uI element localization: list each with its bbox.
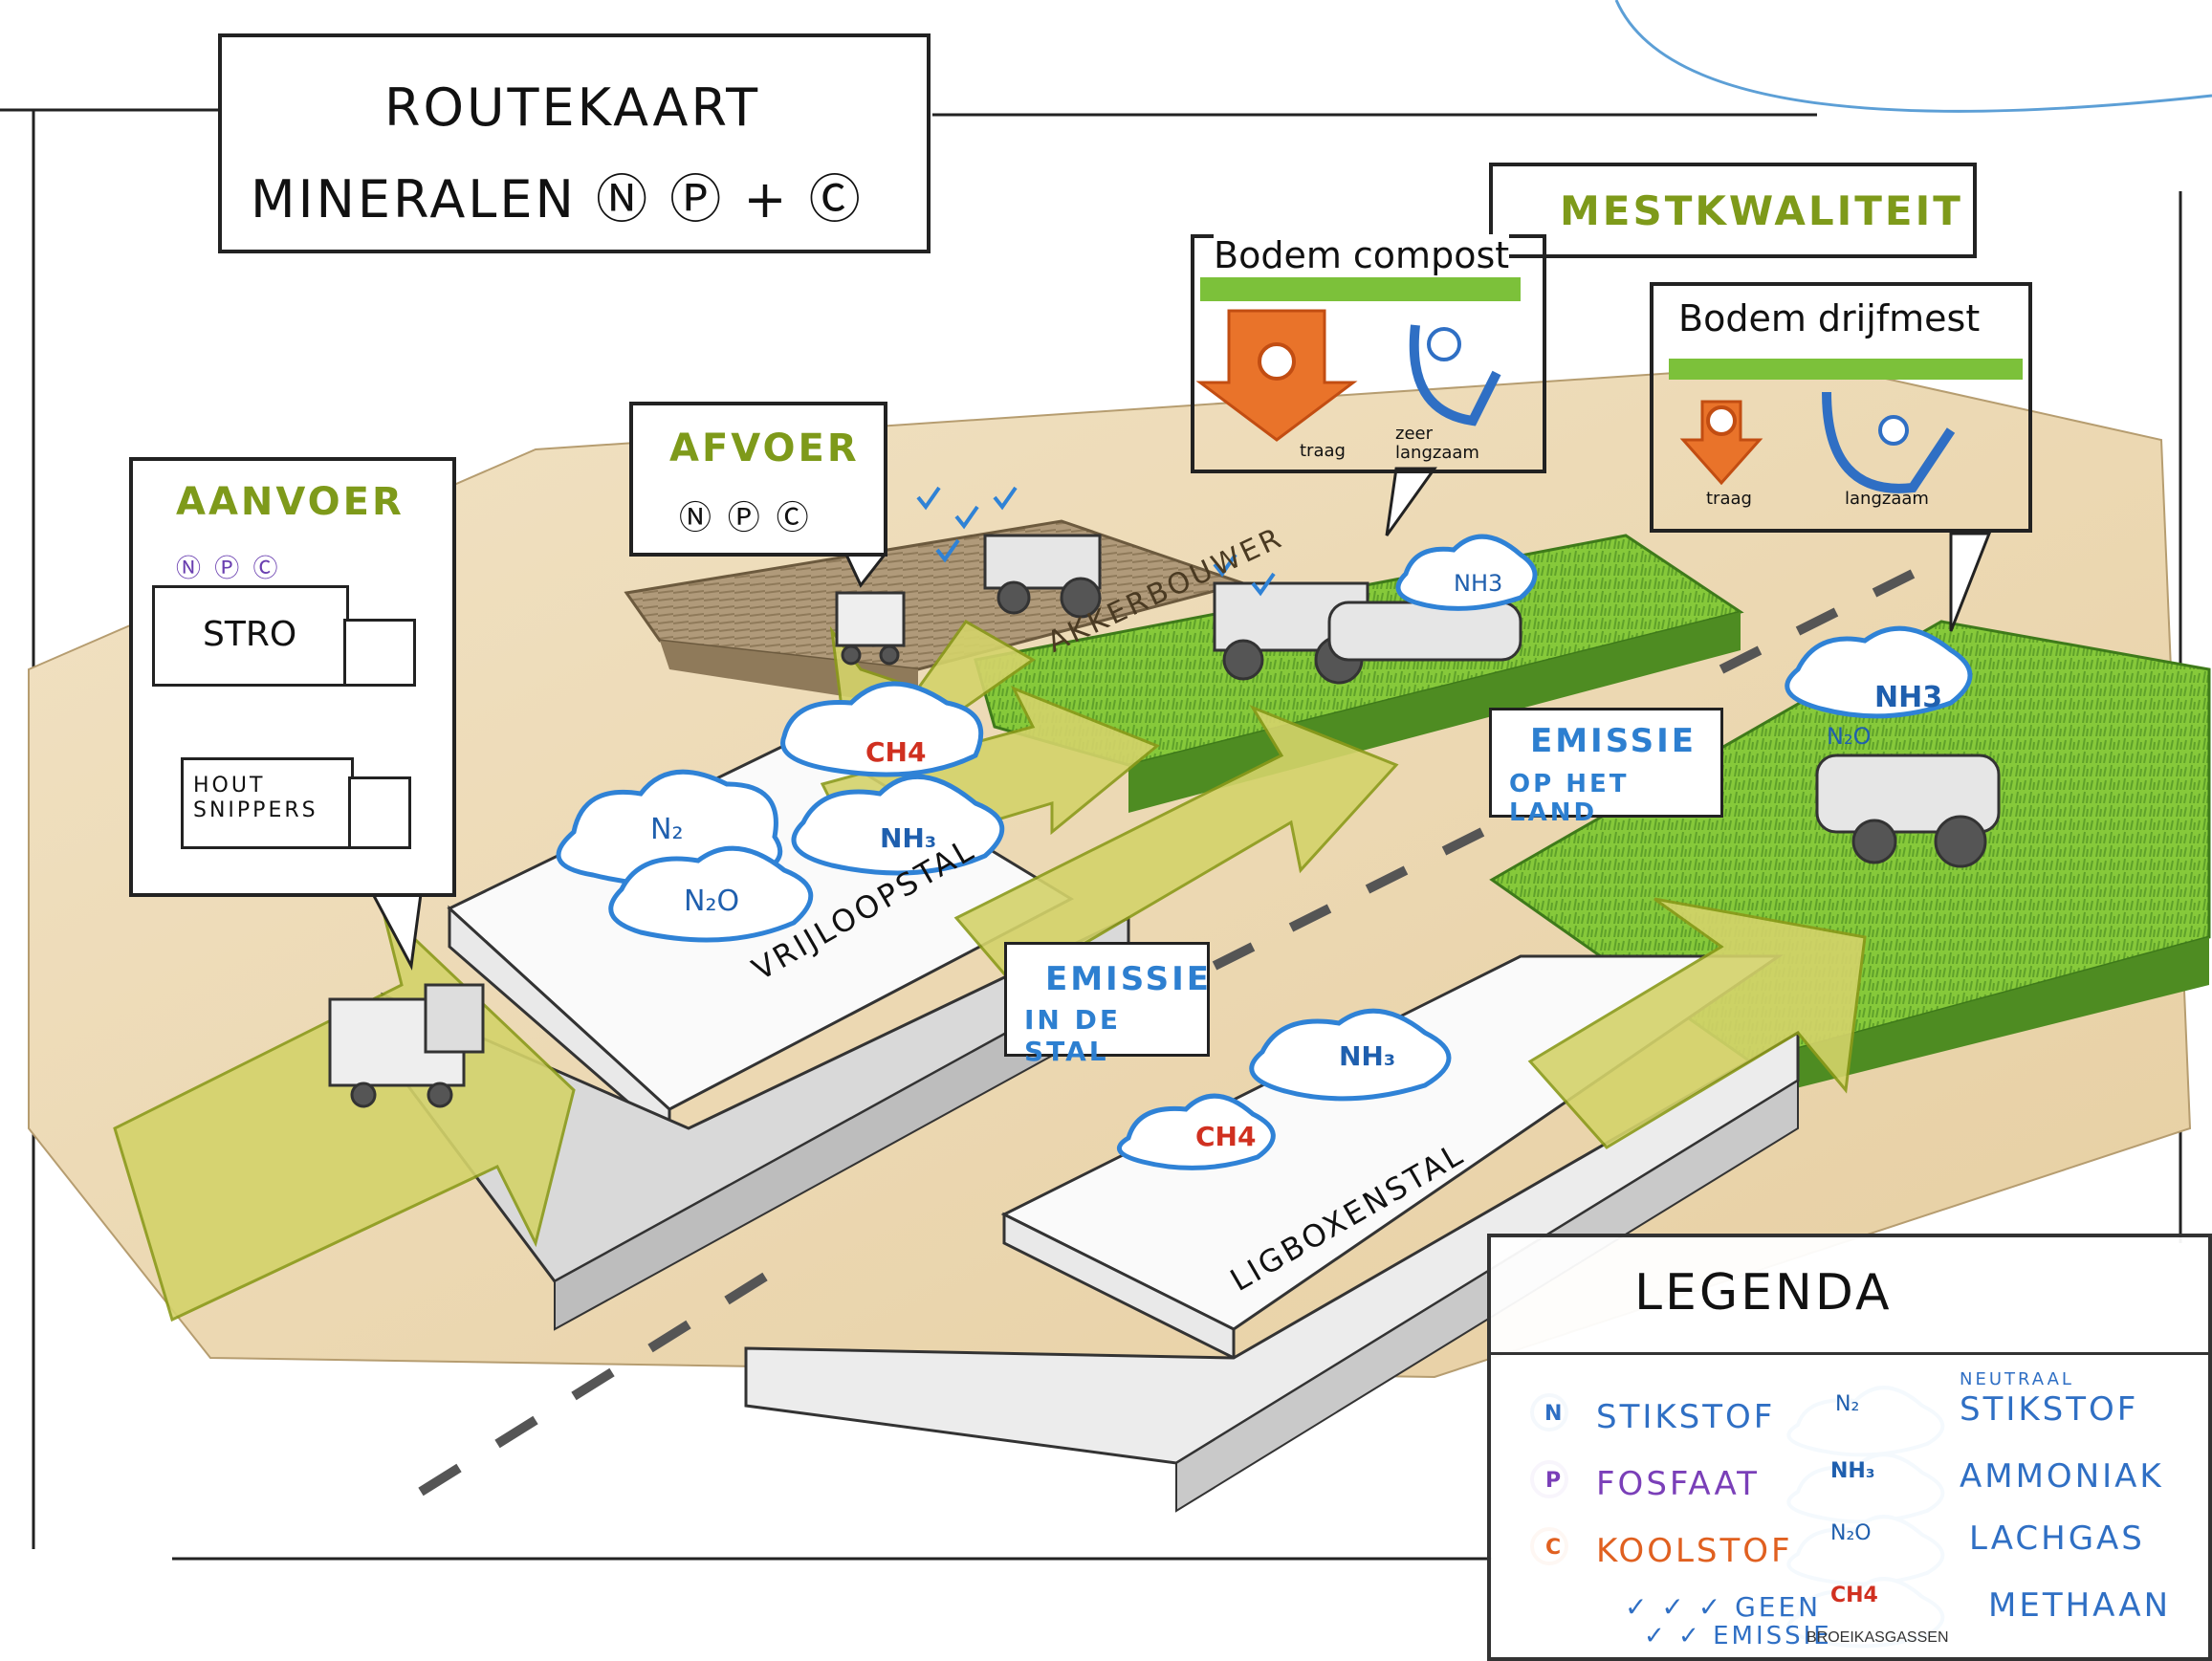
legend-geen-emissie-1: ✓ ✓ ✓ GEEN <box>1625 1591 1822 1623</box>
aanvoer-title: AANVOER <box>176 480 405 524</box>
cloud-ch4-stal <box>780 681 984 777</box>
emission-clouds <box>556 534 1973 1170</box>
legend-stikstof: STIKSTOF <box>1596 1398 1776 1436</box>
drijfmest-carbon-label: traag <box>1706 489 1752 509</box>
legend-fosfaat: FOSFAAT <box>1596 1465 1760 1503</box>
cloud-label-n2o: N₂O <box>684 885 740 918</box>
emissie-land-line1: EMISSIE <box>1530 722 1697 760</box>
aanvoer-truck-minerals: Ⓝ Ⓟ Ⓒ <box>176 555 281 583</box>
no-emission-ticks <box>916 486 1276 597</box>
legend-cloud-n2: N₂ <box>1835 1392 1860 1416</box>
mestkwaliteit-box: MESTKWALITEIT <box>1489 163 1977 258</box>
legend-title: LEGENDA <box>1634 1264 1893 1322</box>
legend-n2-stikstof: STIKSTOF <box>1960 1390 2139 1429</box>
legend-n-letter: N <box>1544 1402 1563 1426</box>
hout-truck-cab <box>348 776 411 849</box>
tractor-akker <box>983 534 1102 619</box>
emissie-land-box: EMISSIE OP HET LAND <box>1489 708 1723 827</box>
legend-broeikasgassen: BROEIKASGASSEN <box>1807 1629 1949 1646</box>
emissie-land-line2: OP HET LAND <box>1509 770 1630 827</box>
legend-methaan: METHAAN <box>1988 1586 2172 1625</box>
drijfmest-pointer <box>1949 532 1992 632</box>
stro-label: STRO <box>203 615 297 654</box>
hout-truck: HOUT SNIPPERS <box>181 757 354 849</box>
title-line-1: ROUTEKAART <box>384 77 761 138</box>
cloud-label-n2: N₂ <box>650 813 684 846</box>
drijfmest-soil-diagram <box>1669 359 2023 493</box>
emissie-stal-line1: EMISSIE <box>1045 960 1213 998</box>
cloud-nh3-ligboxen <box>1249 1008 1452 1102</box>
bodem-drijfmest-title: Bodem drijfmest <box>1678 297 1981 339</box>
houtsnippers-label: HOUT SNIPPERS <box>193 774 318 822</box>
legend-lachgas: LACHGAS <box>1969 1519 2145 1558</box>
afvoer-box: AFVOER Ⓝ Ⓟ Ⓒ <box>629 402 887 557</box>
legend-divider <box>1491 1352 2212 1355</box>
cloud-label-nh3-drijfmest: NH3 <box>1874 681 1943 714</box>
cloud-label-n2o-drijfmest: N₂O <box>1827 723 1872 750</box>
title-line-2: MINERALEN Ⓝ Ⓟ + Ⓒ <box>251 169 864 229</box>
cloud-ch4-ligboxen <box>1116 1093 1276 1170</box>
cloud-n2o-stal <box>608 845 814 943</box>
stro-truck: STRO <box>152 585 349 687</box>
legend-neutraal: NEUTRAAL <box>1960 1369 2074 1389</box>
stro-truck-cab <box>343 619 416 687</box>
cloud-label-nh3-stal: NH₃ <box>880 822 937 854</box>
cloud-label-ch4-ligboxen: CH4 <box>1195 1121 1257 1152</box>
dump-truck <box>328 983 485 1108</box>
bodem-compost-box: Bodem compost traag zeer langzaam <box>1191 234 1546 473</box>
aanvoer-box: AANVOER Ⓝ Ⓟ Ⓒ STRO HOUT SNIPPERS <box>129 457 456 897</box>
cloud-nh3-drijfmest <box>1785 625 1973 719</box>
corner-arc <box>1614 0 2212 113</box>
bodem-drijfmest-box: Bodem drijfmest traag langzaam <box>1650 282 2032 533</box>
cloud-label-nh3-compost: NH3 <box>1454 570 1503 597</box>
tractor-drijfmest <box>1815 754 2001 868</box>
compost-pointer <box>1385 467 1437 536</box>
mestkwaliteit-label: MESTKWALITEIT <box>1560 187 1963 234</box>
grass-field-drijfmest-side <box>1750 937 2209 1100</box>
small-truck-afvoer <box>835 591 906 666</box>
compost-nitrogen-label-2: langzaam <box>1395 443 1479 463</box>
emissie-stal-line2: IN DE STAL <box>1024 1004 1121 1067</box>
legend-geen-emissie-2: ✓ ✓ EMISSIE <box>1644 1622 1832 1650</box>
title-box: ROUTEKAART MINERALEN Ⓝ Ⓟ + Ⓒ <box>218 33 931 253</box>
cloud-nh3-compost <box>1395 534 1538 611</box>
legend-cloud-nh3: NH₃ <box>1830 1459 1875 1483</box>
legend-c-letter: C <box>1545 1536 1562 1560</box>
compost-carbon-label: traag <box>1300 441 1346 461</box>
legend-koolstof: KOOLSTOF <box>1596 1532 1793 1570</box>
cloud-label-ch4-stal: CH4 <box>865 736 927 768</box>
drijfmest-nitrogen-label: langzaam <box>1845 489 1929 509</box>
arrow-to-drijfmest <box>1527 897 1867 1149</box>
afvoer-minerals: Ⓝ Ⓟ Ⓒ <box>679 499 812 537</box>
bodem-compost-title: Bodem compost <box>1214 234 1510 276</box>
legend-cloud-ch4: CH4 <box>1830 1584 1878 1607</box>
compost-nitrogen-label: zeer <box>1395 424 1433 444</box>
tractor-compost <box>1213 581 1522 685</box>
legend-p-letter: P <box>1545 1469 1562 1493</box>
cloud-label-nh3-ligboxen: NH₃ <box>1339 1040 1396 1072</box>
compost-soil-diagram <box>1195 277 1521 442</box>
emissie-stal-box: EMISSIE IN DE STAL <box>1004 942 1213 1067</box>
cloud-nh3-stal <box>791 774 1005 876</box>
afvoer-title: AFVOER <box>669 426 860 470</box>
legend-box: LEGENDA STIKSTOF FOSFAAT KOOLSTOF ✓ ✓ ✓ … <box>1487 1234 2212 1661</box>
legend-ammoniak: AMMONIAK <box>1960 1457 2164 1496</box>
legend-cloud-n2o: N₂O <box>1830 1521 1872 1545</box>
